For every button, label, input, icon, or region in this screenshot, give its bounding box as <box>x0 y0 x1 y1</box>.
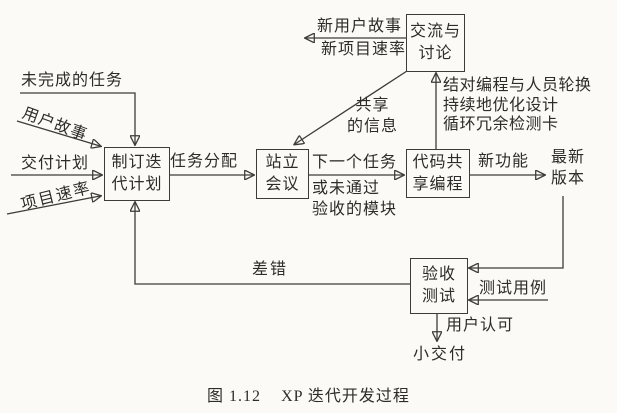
label-next-task-line3: 验收的模块 <box>312 201 398 218</box>
label-delivery-plan: 交付计划 <box>21 155 90 172</box>
node-label: 讨论 <box>418 45 453 62</box>
label-xp-practices: 结对编程与人员轮换 持续地优化设计 循环冗余检测卡 <box>443 76 592 135</box>
node-make-iteration-plan: 制订迭 代计划 <box>104 147 170 201</box>
node-label: 会议 <box>265 176 300 193</box>
connector-latest-to-acceptance <box>470 196 564 268</box>
label-practices-line3: 循环冗余检测卡 <box>443 116 559 133</box>
label-user-approval: 用户认可 <box>446 317 515 334</box>
node-code-sharing-programming: 代码共 享编程 <box>406 149 470 198</box>
label-shared-info-line2: 的信息 <box>347 118 399 135</box>
label-next-task-line2: 或未通过 <box>312 180 381 197</box>
label-new-user-stories-line: 新用户故事 <box>317 18 403 35</box>
connector-unfinished-tasks <box>20 92 135 144</box>
label-errors: 差错 <box>252 261 289 278</box>
node-label: 测试 <box>421 288 456 305</box>
label-shared-info: 共享 的信息 <box>347 95 398 137</box>
figure-caption-title: XP 迭代开发过程 <box>281 388 410 405</box>
label-small-release: 小交付 <box>413 346 468 363</box>
node-label: 代计划 <box>111 176 163 193</box>
label-new-feature: 新功能 <box>478 153 530 170</box>
label-practices-line2: 持续地优化设计 <box>443 96 559 114</box>
connector-project-velocity <box>6 196 100 215</box>
node-label: 享编程 <box>412 175 464 193</box>
node-label: 代码共 <box>412 153 464 171</box>
node-communicate-discuss: 交流与 讨论 <box>406 14 465 72</box>
label-latest-release: 最新 版本 <box>551 147 585 189</box>
node-standup-meeting: 站立 会议 <box>256 149 309 199</box>
connector-shared-info <box>295 70 408 144</box>
figure-caption: 图 1.12 XP 迭代开发过程 <box>0 382 617 406</box>
label-new-project-velocity-line: 新项目速率 <box>321 41 407 58</box>
figure-caption-number: 图 1.12 <box>207 388 262 405</box>
connector-user-stories <box>16 120 100 146</box>
label-task-assignment: 任务分配 <box>170 153 239 170</box>
label-latest-release-line1: 最新 <box>551 149 586 166</box>
label-test-cases: 测试用例 <box>479 280 548 297</box>
connector-errors-feedback <box>135 203 410 285</box>
label-next-task-line1: 下一个任务 <box>312 154 398 171</box>
label-practices-line1: 结对编程与人员轮换 <box>443 77 592 94</box>
node-label: 验收 <box>421 266 456 283</box>
label-next-task: 下一个任务 或未通过 验收的模块 <box>312 152 397 220</box>
label-shared-info-line1: 共享 <box>355 97 390 114</box>
node-label: 交流与 <box>409 23 461 40</box>
node-acceptance-test: 验收 测试 <box>410 258 468 314</box>
label-unfinished-tasks: 未完成的任务 <box>21 72 124 89</box>
node-label: 制订迭 <box>111 154 163 171</box>
label-latest-release-line2: 版本 <box>551 170 586 187</box>
node-label: 站立 <box>265 154 300 171</box>
label-new-user-stories: 新用户故事 新项目速率 <box>317 16 406 60</box>
